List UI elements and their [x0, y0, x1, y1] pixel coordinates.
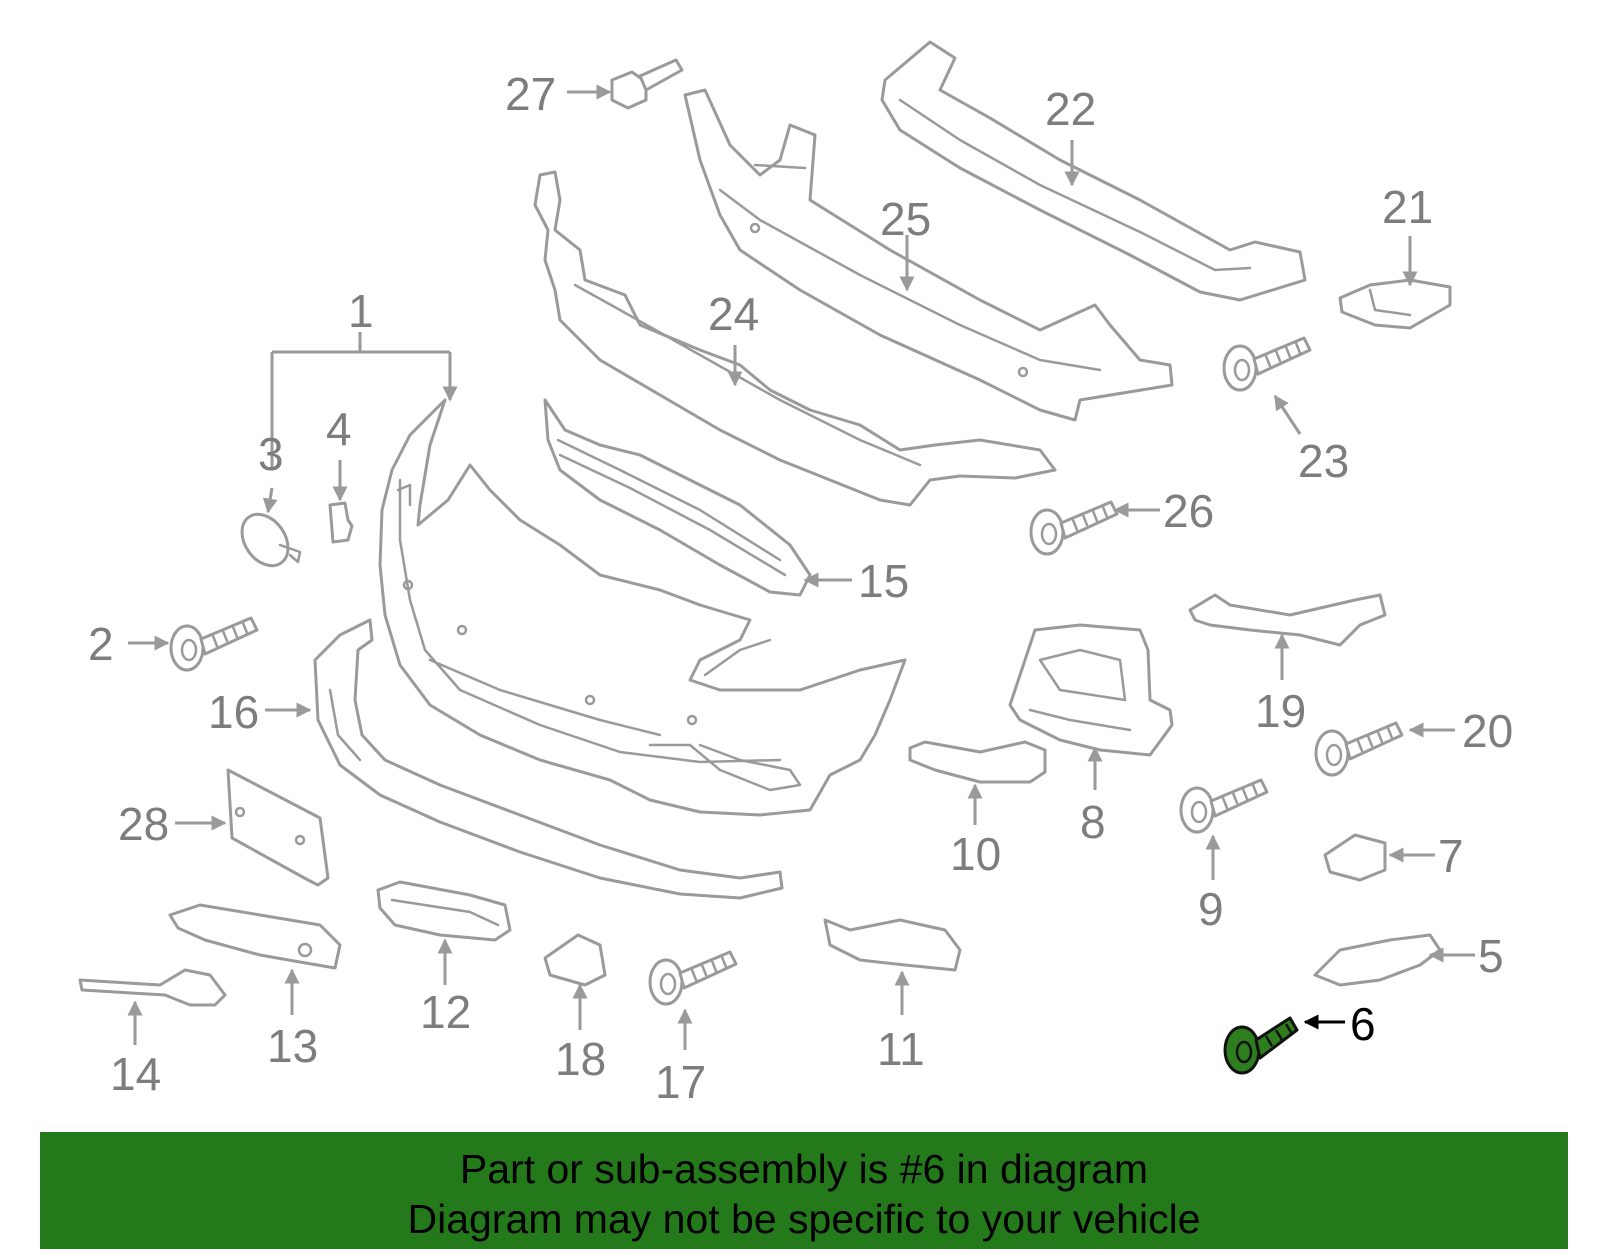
label-27: 27 [505, 68, 556, 120]
part-labels: 1 2 3 4 5 6 7 8 9 10 11 12 13 14 15 16 1… [88, 68, 1513, 1108]
part-3-cap[interactable] [233, 506, 302, 575]
label-24: 24 [708, 288, 759, 340]
part-4-clip[interactable] [328, 501, 354, 544]
label-4: 4 [326, 403, 352, 455]
label-17: 17 [655, 1056, 706, 1108]
label-11: 11 [877, 1023, 925, 1075]
banner-line-disclaimer: Diagram may not be specific to your vehi… [407, 1196, 1201, 1242]
label-19: 19 [1255, 685, 1306, 737]
label-8: 8 [1080, 796, 1106, 848]
label-5: 5 [1478, 930, 1504, 982]
part-23-bolt[interactable] [1222, 336, 1312, 392]
part-10-guide[interactable] [908, 740, 1047, 784]
info-banner: Part or sub-assembly is #6 in diagram Di… [40, 1132, 1568, 1249]
part-12-insert[interactable] [376, 880, 512, 942]
part-20-bolt[interactable] [1314, 721, 1404, 777]
part-8-bracket[interactable] [1008, 623, 1174, 757]
part-18-clip[interactable] [543, 933, 607, 987]
part-1-bumper-cover[interactable] [378, 398, 907, 817]
part-21-bracket[interactable] [1338, 278, 1452, 330]
label-23: 23 [1298, 435, 1349, 487]
label-3: 3 [258, 428, 284, 480]
label-28: 28 [118, 798, 169, 850]
label-7: 7 [1438, 830, 1464, 882]
label-18: 18 [555, 1033, 606, 1085]
label-2: 2 [88, 618, 114, 670]
label-14: 14 [110, 1048, 161, 1100]
label-22: 22 [1045, 83, 1096, 135]
label-26: 26 [1163, 485, 1214, 537]
part-28-license-bracket[interactable] [226, 768, 330, 887]
part-5-bracket[interactable] [1313, 933, 1442, 987]
banner-line-part: Part or sub-assembly is #6 in diagram [459, 1146, 1149, 1192]
label-25: 25 [880, 193, 931, 245]
part-27-bolt[interactable] [610, 58, 684, 110]
label-9: 9 [1198, 883, 1224, 935]
label-20: 20 [1462, 705, 1513, 757]
label-15: 15 [858, 555, 909, 607]
part-11-bracket[interactable] [823, 918, 962, 972]
part-22-upper-bar[interactable] [880, 40, 1307, 302]
part-14-molding[interactable] [78, 968, 227, 1007]
part-17-bolt[interactable] [648, 950, 738, 1006]
part-9-bolt[interactable] [1179, 778, 1269, 834]
part-19-bracket[interactable] [1188, 593, 1387, 647]
label-10: 10 [950, 828, 1001, 880]
label-21: 21 [1382, 181, 1433, 233]
part-16-lip-spoiler[interactable] [313, 618, 784, 900]
part-25-reinforcement[interactable] [683, 88, 1174, 422]
label-6-highlighted: 6 [1350, 998, 1376, 1050]
part-7-clip[interactable] [1323, 833, 1387, 882]
label-12: 12 [420, 986, 471, 1038]
part-26-bolt[interactable] [1029, 500, 1119, 556]
part-2-bolt[interactable] [169, 616, 259, 672]
part-13-insert[interactable] [168, 903, 342, 970]
label-13: 13 [267, 1020, 318, 1072]
label-16: 16 [208, 686, 259, 738]
label-1: 1 [348, 285, 374, 337]
part-6-bolt-highlighted[interactable] [1223, 1016, 1299, 1075]
leader-lines [127, 84, 1475, 1050]
